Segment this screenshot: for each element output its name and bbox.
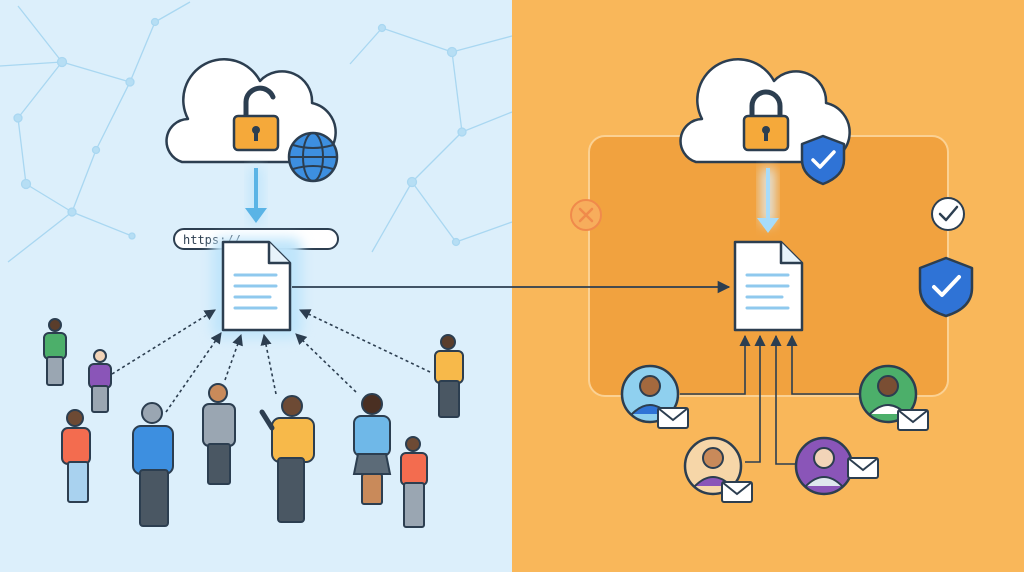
- invited-user-4: [858, 364, 918, 424]
- x-mark-icon: [570, 199, 602, 231]
- closed-padlock-icon: [742, 89, 790, 152]
- person-4: [132, 402, 174, 527]
- envelope-icon: [847, 457, 879, 479]
- network-mesh: [0, 1, 513, 263]
- invited-user-2: [683, 436, 743, 496]
- person-1: [43, 318, 67, 386]
- check-icon: [931, 197, 965, 231]
- envelope-icon: [897, 409, 929, 431]
- person-9: [434, 334, 464, 418]
- invited-user-3: [794, 436, 854, 496]
- private-access-lines: [680, 334, 860, 465]
- person-7: [352, 393, 392, 505]
- private-upload-arrow: [757, 168, 779, 233]
- cloud-shield-check-icon: [800, 134, 846, 186]
- public-upload-arrow: [245, 168, 267, 224]
- open-padlock-icon: [232, 85, 280, 152]
- envelope-icon: [657, 407, 689, 429]
- person-8: [400, 436, 428, 528]
- person-5: [202, 383, 236, 485]
- public-access-lines: [111, 309, 431, 413]
- envelope-icon: [721, 481, 753, 503]
- person-6: [259, 395, 315, 523]
- private-document-icon[interactable]: [733, 240, 804, 332]
- person-3: [61, 409, 91, 503]
- person-2: [88, 349, 112, 413]
- shield-check-icon: [918, 256, 974, 318]
- private-cloud-icon: [679, 58, 851, 164]
- globe-icon: [287, 131, 339, 183]
- public-document-icon[interactable]: [212, 238, 302, 338]
- public-cloud-icon: [165, 58, 337, 164]
